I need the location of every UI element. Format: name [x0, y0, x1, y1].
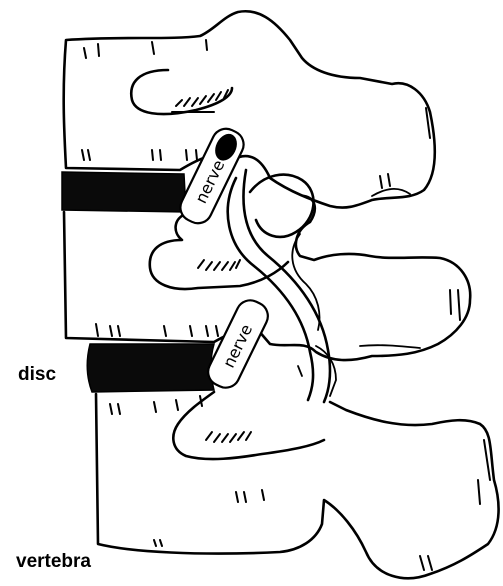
lower-vertebra	[96, 392, 499, 578]
upper-nerve-band: nerve	[176, 124, 249, 228]
lower-disc	[87, 344, 214, 392]
disc-label: disc	[18, 365, 56, 384]
vertebra-label: vertebra	[16, 552, 91, 571]
upper-disc	[62, 172, 186, 212]
